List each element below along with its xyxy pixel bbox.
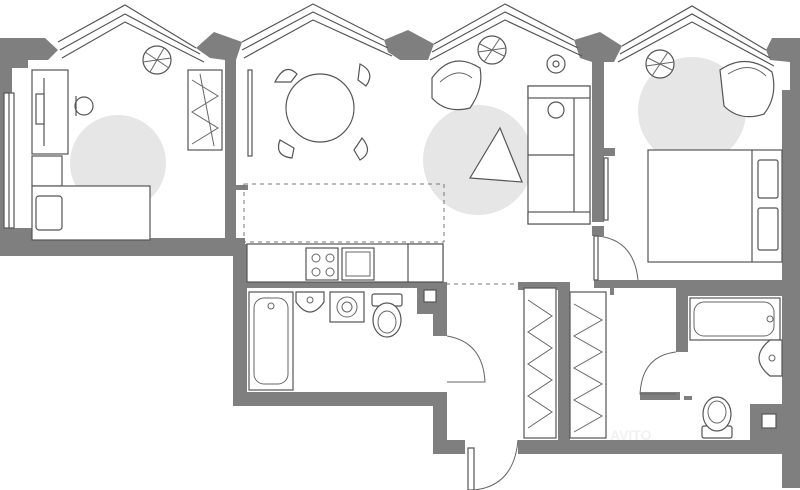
hallway-closets <box>523 287 607 439</box>
entrance-door <box>467 439 519 490</box>
plant-1 <box>142 45 172 75</box>
door-swings <box>593 235 639 281</box>
zone-circle-master <box>638 57 746 165</box>
double-bed <box>647 149 783 263</box>
monitor <box>35 93 45 125</box>
toilet <box>371 293 403 338</box>
dining-chairs <box>274 63 371 161</box>
armchair-2 <box>719 60 775 118</box>
closet-2 <box>569 291 607 439</box>
dining-table <box>285 73 355 143</box>
watermark: AVITO <box>610 427 652 443</box>
plant-3 <box>645 49 675 79</box>
plant-2 <box>477 35 507 65</box>
bathtub-2 <box>689 297 781 341</box>
sofa <box>527 85 591 225</box>
open-area-outline <box>243 183 518 285</box>
walls <box>0 30 800 488</box>
armchair <box>431 60 482 111</box>
coffee-table <box>468 126 523 183</box>
bathtub <box>248 291 294 391</box>
living-room <box>431 35 591 225</box>
washing-machine <box>329 291 365 323</box>
bedroom <box>31 45 223 241</box>
washbasin-2 <box>758 339 783 377</box>
dining-area <box>247 63 371 161</box>
wc-bathroom <box>639 297 783 439</box>
toilet-2 <box>701 396 733 439</box>
window-walls <box>3 3 775 229</box>
master-bedroom <box>603 49 783 263</box>
washbasin <box>295 291 325 313</box>
desk-chair <box>74 96 94 116</box>
cooktop <box>305 247 339 281</box>
kitchen-sink <box>341 247 375 281</box>
bathroom <box>248 289 486 391</box>
wardrobe <box>187 69 223 151</box>
fridge <box>407 243 444 283</box>
zone-circle-living <box>423 105 533 215</box>
nightstand <box>31 155 63 187</box>
kitchen <box>246 243 444 283</box>
